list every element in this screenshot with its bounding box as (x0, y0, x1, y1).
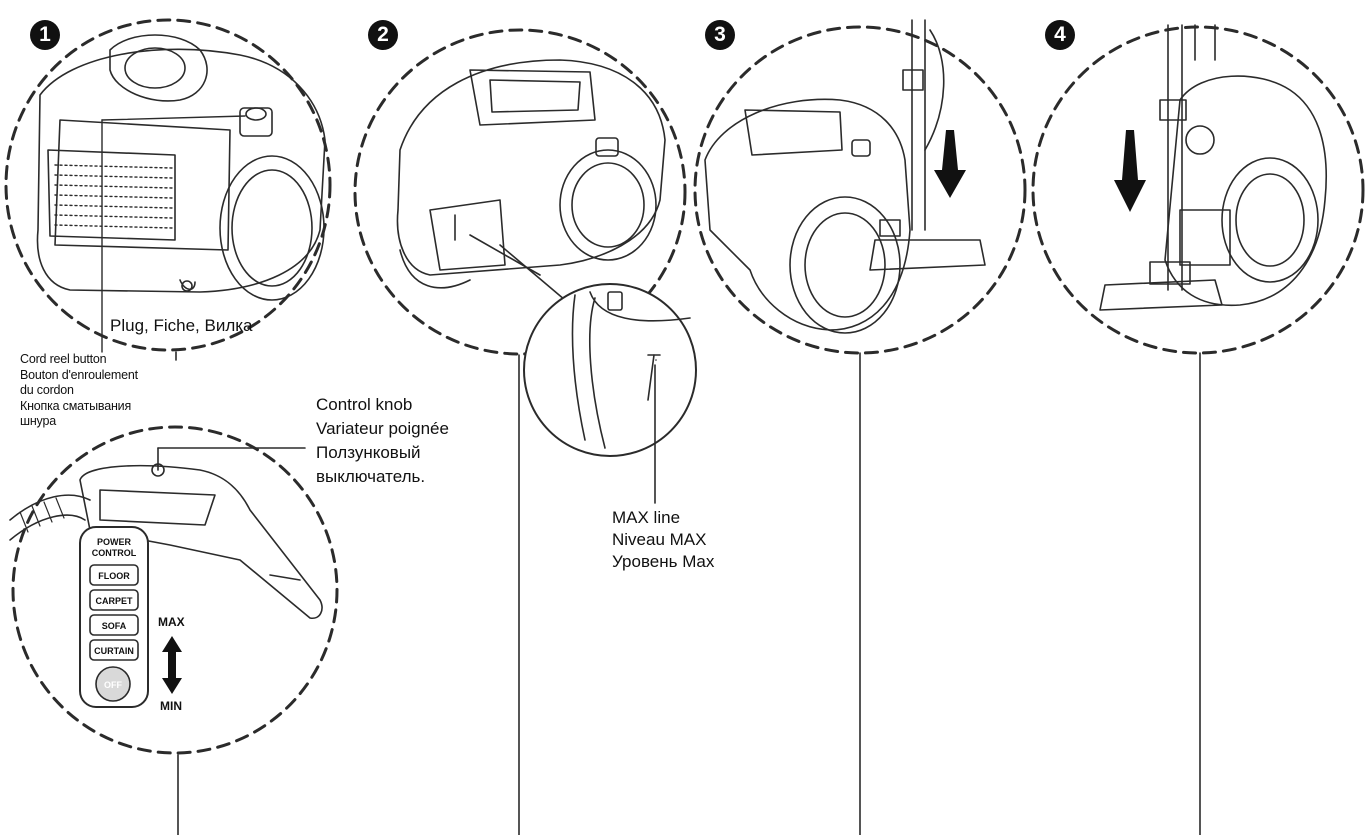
panel-title-1: POWER (97, 537, 132, 547)
max-label: MAX (158, 615, 185, 629)
dashed-circle-4 (1031, 25, 1365, 355)
arrow-down-icon (934, 130, 966, 198)
vacuum-body-3 (704, 19, 986, 334)
dashed-circle-1b (11, 425, 339, 755)
control-knob-line-1: Control knob (316, 395, 413, 414)
panel-btn-carpet: CARPET (95, 596, 133, 606)
control-knob-line-2: Variateur poignée (316, 419, 449, 438)
panel-btn-sofa: SOFA (102, 621, 127, 631)
max-line-line-3: Уровень Max (612, 552, 715, 571)
control-knob-line-4: выключатель. (316, 467, 426, 486)
cord-reel-line-5: шнура (20, 414, 56, 428)
dashed-circle-1 (4, 18, 332, 352)
arrow-down-icon-4 (1114, 130, 1146, 212)
cord-reel-line-3: du cordon (20, 383, 74, 397)
plug-label: Plug, Fiche, Вилка (110, 316, 253, 335)
vacuum-body-4 (1099, 24, 1328, 311)
max-line-label: MAX line Niveau MAX Уровень Max (612, 507, 714, 573)
power-control-panel (79, 526, 149, 708)
min-label: MIN (160, 699, 182, 713)
control-knob-label: Control knob Variateur poignée Ползунков… (316, 393, 449, 489)
max-line-line-1: MAX line (612, 508, 681, 527)
step-badge-2: 2 (368, 20, 398, 50)
dashed-circle-2 (353, 28, 687, 356)
step-badge-1: 1 (30, 20, 60, 50)
step-badge-3: 3 (705, 20, 735, 50)
panel-btn-curtain: CURTAIN (94, 646, 134, 656)
panel-btn-floor: FLOOR (98, 571, 130, 581)
double-arrow-icon (162, 636, 182, 694)
cord-reel-line-4: Кнопка сматывания (20, 398, 132, 413)
cord-reel-line-1: Cord reel button (20, 352, 107, 366)
step-badge-4: 4 (1045, 20, 1075, 50)
magnifier-circle (523, 283, 697, 504)
panel-title-2: CONTROL (92, 548, 137, 558)
control-knob-line-3: Ползунковый (316, 443, 421, 462)
cord-reel-line-2: Bouton d'enroulement (20, 367, 138, 382)
leader-lines (175, 351, 1201, 835)
vacuum-body-2 (396, 59, 666, 301)
handle-illustration (9, 447, 323, 620)
panel-btn-off: OFF (104, 680, 122, 690)
dashed-circle-3 (693, 25, 1027, 355)
vacuum-body-1 (36, 34, 326, 301)
cord-reel-label: Cord reel button Bouton d'enroulement du… (20, 352, 138, 430)
max-line-line-2: Niveau MAX (612, 530, 707, 549)
